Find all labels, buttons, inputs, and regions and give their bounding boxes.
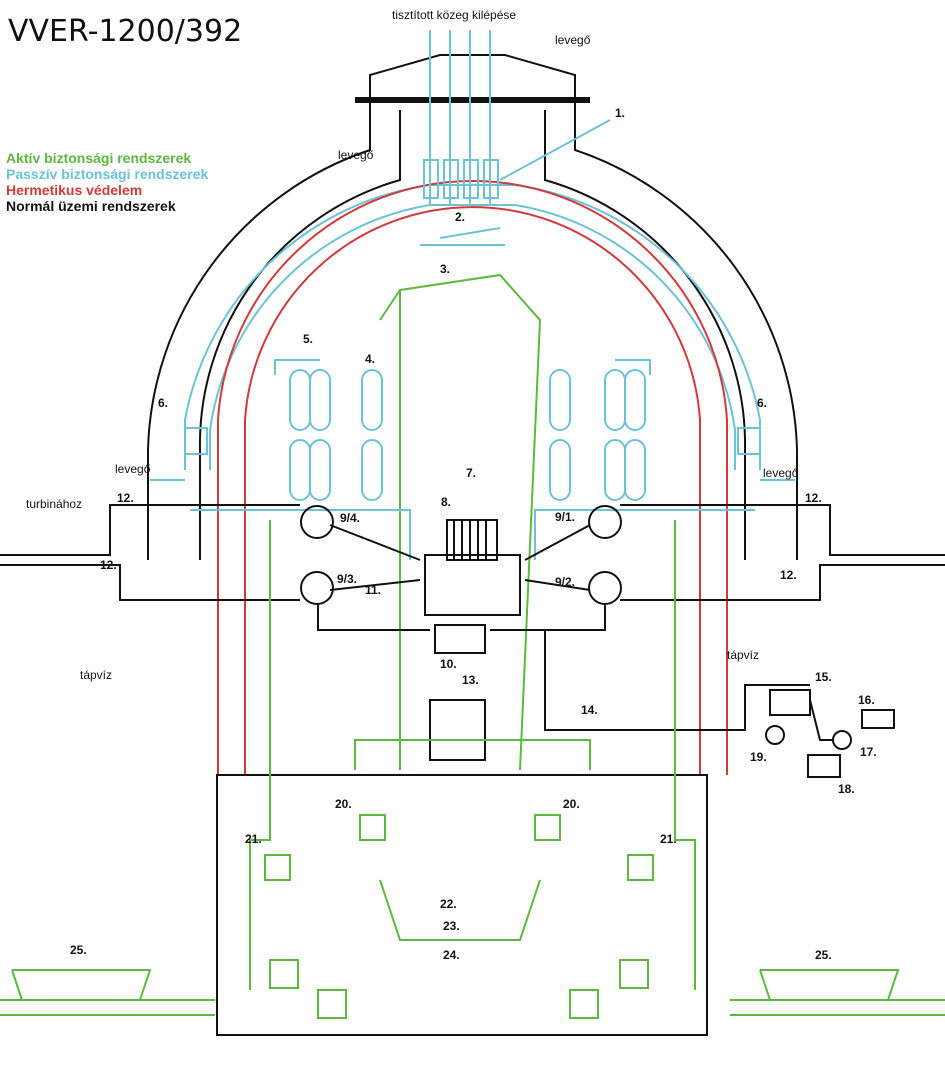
makeup-system — [544, 630, 895, 778]
inner-containment-left — [198, 110, 401, 560]
passive-hx — [150, 427, 795, 481]
hydro-tanks — [190, 359, 755, 560]
label-14: 14. — [581, 703, 598, 717]
legend-hermetic: Hermetikus védelem — [6, 182, 143, 198]
air-label-top-right: levegő — [555, 33, 591, 47]
label-9-1: 9/1. — [555, 510, 576, 524]
legend-active: Aktív biztonsági rendszerek — [6, 150, 192, 166]
label-23: 23. — [443, 919, 460, 933]
label-21-left: 21. — [245, 832, 262, 846]
label-6-left: 6. — [158, 396, 169, 410]
label-25-left: 25. — [70, 943, 87, 957]
label-12-a: 12. — [117, 491, 134, 505]
passive-dome-inner — [209, 204, 736, 470]
diagram-title: VVER-1200/392 — [8, 14, 243, 49]
air-label-top-left: levegő — [338, 148, 374, 162]
label-6-right: 6. — [757, 396, 768, 410]
inner-containment-right — [544, 110, 747, 560]
active-systems — [0, 520, 945, 1019]
filter-stack — [423, 30, 611, 205]
label-9-4: 9/4. — [340, 511, 361, 525]
label-16: 16. — [858, 693, 875, 707]
label-7: 7. — [466, 466, 477, 480]
chimney-top — [369, 54, 576, 115]
air-label-right: levegő — [763, 466, 799, 480]
label-22: 22. — [440, 897, 457, 911]
label-9-3: 9/3. — [337, 572, 358, 586]
auxiliary-building — [216, 774, 708, 1036]
label-2: 2. — [455, 210, 466, 224]
label-20-left: 20. — [335, 797, 352, 811]
label-13: 13. — [462, 673, 479, 687]
label-12-c: 12. — [805, 491, 822, 505]
label-20-right: 20. — [563, 797, 580, 811]
legend: Aktív biztonsági rendszerek Passzív bizt… — [6, 150, 208, 214]
label-12-b: 12. — [100, 558, 117, 572]
passive-spray — [420, 227, 505, 246]
feedwater-label-right: tápvíz — [727, 648, 760, 662]
label-8: 8. — [441, 495, 452, 509]
label-11: 11. — [365, 583, 382, 597]
label-25-right: 25. — [815, 948, 832, 962]
hermetic-dome-outer — [217, 179, 728, 775]
label-9-2: 9/2. — [555, 575, 576, 589]
label-21-right: 21. — [660, 832, 677, 846]
label-24: 24. — [443, 948, 460, 962]
label-1: 1. — [615, 106, 626, 120]
clean-medium-outlet-label: tisztított közeg kilépése — [392, 8, 517, 22]
passive-dome-outer — [184, 184, 761, 470]
label-17: 17. — [860, 745, 877, 759]
label-15: 15. — [815, 670, 832, 684]
label-12-d: 12. — [780, 568, 797, 582]
legend-passive: Passzív biztonsági rendszerek — [6, 166, 209, 182]
label-5: 5. — [303, 332, 314, 346]
label-18: 18. — [838, 782, 855, 796]
hermetic-dome-inner — [244, 206, 701, 775]
label-19: 19. — [750, 750, 767, 764]
feedwater-label-left: tápvíz — [80, 668, 113, 682]
steam-generators — [0, 504, 945, 631]
outer-containment-right — [574, 115, 798, 560]
legend-normal: Normál üzemi rendszerek — [6, 198, 176, 214]
turbine-label: turbinához — [26, 497, 83, 511]
label-10: 10. — [440, 657, 457, 671]
outer-containment-left — [147, 115, 371, 560]
label-3: 3. — [440, 262, 451, 276]
reactor — [424, 519, 521, 761]
label-4: 4. — [365, 352, 376, 366]
air-label-left: levegő — [115, 462, 151, 476]
cooling-ponds — [11, 969, 900, 1001]
active-spray — [379, 273, 542, 771]
